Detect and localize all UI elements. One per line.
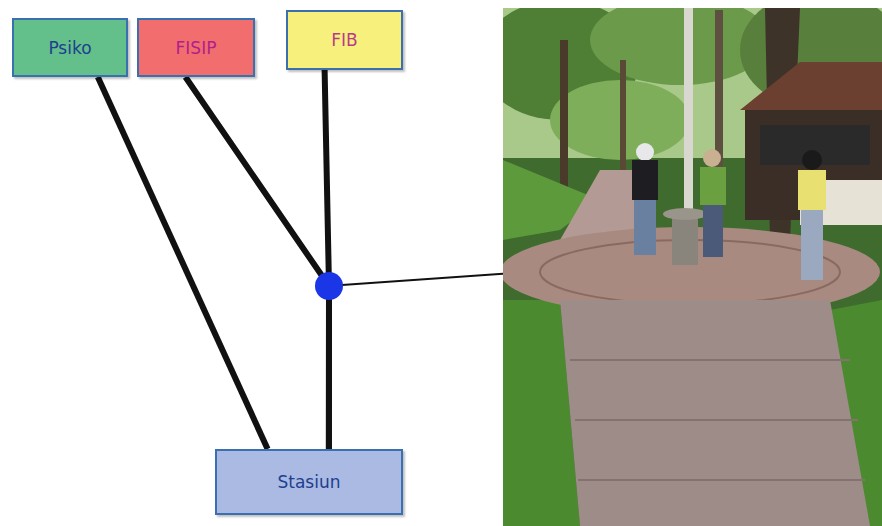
photo <box>503 8 882 526</box>
node-label: FISIP <box>176 38 217 58</box>
node-label: FIB <box>331 30 357 50</box>
route-line <box>98 77 268 449</box>
route-line <box>325 70 329 449</box>
faculty-box: FISIP <box>137 18 255 77</box>
node-label: Psiko <box>48 38 91 58</box>
faculty-box: Psiko <box>12 18 128 77</box>
route-line <box>185 77 329 449</box>
junction-dot <box>315 272 343 300</box>
node-label: Stasiun <box>277 472 340 492</box>
faculty-box: FIB <box>286 10 403 70</box>
station-box: Stasiun <box>215 449 403 515</box>
